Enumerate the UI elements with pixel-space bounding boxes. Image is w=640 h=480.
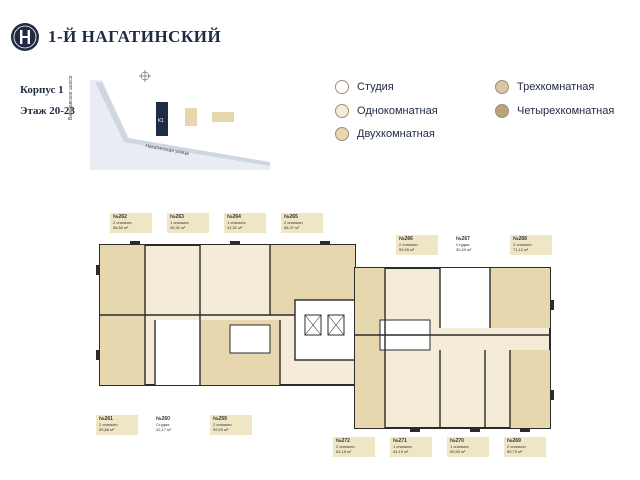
monogram-h-icon [11, 23, 39, 51]
apartment-area: 71,12 м² [513, 247, 529, 252]
apartment-area: 45,31 м² [170, 225, 186, 230]
apartment-area: 58,80 м² [113, 225, 129, 230]
legend-item-two-room: Двухкомнатная [335, 127, 435, 141]
apartment-number: №271 [393, 438, 407, 444]
apartment-card-264[interactable]: №264 1 спальня 41,31 м² [224, 213, 266, 233]
apartment-number: №266 [399, 236, 413, 242]
apartment-card-265[interactable]: №265 2 спальни 68,37 м² [281, 213, 323, 233]
site-map [90, 70, 270, 170]
block-label: К1 [158, 118, 164, 124]
apartment-area: 50,50 м² [450, 449, 466, 454]
apartment-number: №272 [336, 438, 350, 444]
apartment-type: 2 спальни [99, 422, 118, 427]
legend-item-studio: Студия [335, 80, 394, 94]
apartment-type: 1 спальня [393, 444, 412, 449]
apartment-number: №267 [456, 236, 470, 242]
apartment-card-269[interactable]: №269 2 спальни 65,79 м² [504, 437, 546, 457]
logo-title: 1-Й НАГАТИНСКИЙ [48, 27, 222, 46]
legend-label: Студия [357, 81, 394, 93]
apartment-area: 32,17 м² [156, 427, 172, 432]
apartment-number: №265 [284, 214, 298, 220]
logo[interactable]: 1-Й НАГАТИНСКИЙ [10, 22, 221, 52]
apartment-card-261[interactable]: №261 2 спальни 59,86 м² [96, 415, 138, 435]
legend-label: Однокомнатная [357, 105, 438, 117]
apartment-number: №268 [513, 236, 527, 242]
apartment-type: 2 спальни [513, 242, 532, 247]
apartment-card-270[interactable]: №270 1 спальня 50,50 м² [447, 437, 489, 457]
apartment-type: 2 спальни [213, 422, 232, 427]
legend-label: Четырехкомнатная [517, 105, 615, 117]
apartment-type: 2 спальни [336, 444, 355, 449]
apartment-card-259[interactable]: №259 2 спальни 59,33 м² [210, 415, 252, 435]
apartment-number: №261 [99, 416, 113, 422]
apartment-area: 44,19 м² [393, 449, 409, 454]
apartment-area: 30,40 м² [456, 247, 472, 252]
apartment-card-262[interactable]: №262 2 спальни 58,80 м² [110, 213, 152, 233]
apartment-number: №260 [156, 416, 170, 422]
legend-label: Двухкомнатная [357, 128, 435, 140]
legend-dot [335, 104, 349, 118]
apartment-card-263[interactable]: №263 1 спальня 45,31 м² [167, 213, 209, 233]
apartment-number: №270 [450, 438, 464, 444]
legend-label: Трехкомнатная [517, 81, 595, 93]
block-2 [185, 108, 197, 126]
apartment-type: 2 спальни [399, 242, 418, 247]
apartment-area: 65,79 м² [507, 449, 523, 454]
apartment-card-271[interactable]: №271 1 спальня 44,19 м² [390, 437, 432, 457]
legend-item-three-room: Трехкомнатная [495, 80, 594, 94]
block-3 [212, 112, 234, 122]
apartment-card-266[interactable]: №266 2 спальни 59,95 м² [396, 235, 438, 255]
apartment-card-272[interactable]: №272 2 спальни 63,15 м² [333, 437, 375, 457]
apartment-card-268[interactable]: №268 2 спальни 71,12 м² [510, 235, 552, 255]
apartment-type: Студия [456, 242, 470, 247]
building-label: Корпус 1 [20, 84, 64, 96]
apartment-number: №269 [507, 438, 521, 444]
legend-dot [495, 80, 509, 94]
apartment-number: №264 [227, 214, 241, 220]
apartment-area: 59,95 м² [399, 247, 415, 252]
apartment-type: 1 спальня [170, 220, 189, 225]
apartment-area: 59,86 м² [99, 427, 115, 432]
floor-label: Этаж 20-23 [20, 105, 75, 117]
apartment-area: 41,31 м² [227, 225, 243, 230]
legend-dot [335, 80, 349, 94]
apartment-card-260[interactable]: №260 Студия 32,17 м² [153, 415, 195, 435]
apartment-type: 2 спальни [284, 220, 303, 225]
apartment-type: 2 спальни [113, 220, 132, 225]
apartment-type: 1 спальня [227, 220, 246, 225]
street-label-1: Варшавское шоссе [68, 75, 74, 120]
legend-dot [335, 127, 349, 141]
legend-item-four-room: Четырехкомнатная [495, 104, 614, 118]
legend-dot [495, 104, 509, 118]
apartment-type: Студия [156, 422, 170, 427]
block-k1 [156, 102, 168, 136]
apartment-area: 68,37 м² [284, 225, 300, 230]
legend-item-one-room: Однокомнатная [335, 104, 438, 118]
apartment-type: 2 спальни [507, 444, 526, 449]
apartment-number: №259 [213, 416, 227, 422]
apartment-area: 63,15 м² [336, 449, 352, 454]
apartment-number: №262 [113, 214, 127, 220]
apartment-number: №263 [170, 214, 184, 220]
apartment-card-267[interactable]: №267 Студия 30,40 м² [453, 235, 495, 255]
apartment-area: 59,33 м² [213, 427, 229, 432]
compass-icon [139, 70, 151, 82]
floor-plan [96, 241, 554, 432]
apartment-type: 1 спальня [450, 444, 469, 449]
